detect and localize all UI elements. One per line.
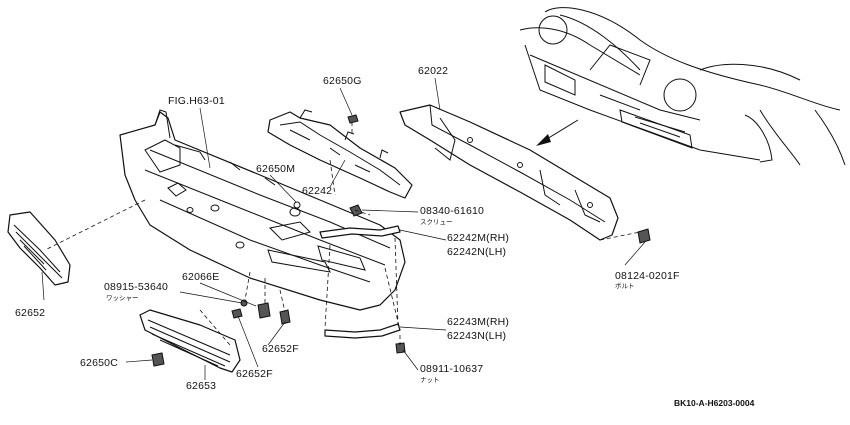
molding-62242 xyxy=(319,225,401,239)
car-front-illustration xyxy=(519,7,846,166)
part-62242n-label: 62242N(LH) xyxy=(447,246,506,258)
part-62066e-label: 62066E xyxy=(182,271,219,283)
nut-part-no: 08911-10637 xyxy=(420,363,483,375)
bolt-icon xyxy=(637,228,651,244)
reinforcement-62022 xyxy=(399,104,619,241)
part-62652f-label-b: 62652F xyxy=(236,368,273,380)
part-62650m-label: 62650M xyxy=(256,163,295,175)
clip-62650c-icon xyxy=(151,352,165,367)
part-62650c-label: 62650C xyxy=(80,357,118,369)
washer-name: ワッシャー xyxy=(106,294,139,302)
grille-62653 xyxy=(139,309,241,373)
part-62650g-label: 62650G xyxy=(323,75,362,87)
part-62022-label: 62022 xyxy=(418,65,448,77)
clip-62066e-icon xyxy=(257,302,271,319)
screw-part-no: 08340-61610 xyxy=(420,205,484,217)
fig-ref-label: FIG.H63-01 xyxy=(168,95,225,107)
clip-62650m-icon xyxy=(293,201,301,209)
part-62653-label: 62653 xyxy=(186,380,216,392)
assembly-lines xyxy=(44,122,641,346)
corner-62652 xyxy=(7,211,71,286)
bolt-part-no: 08124-0201F xyxy=(615,270,680,282)
part-62243m-label: 62243M(RH) xyxy=(447,316,509,328)
part-62652f-label-a: 62652F xyxy=(262,343,299,355)
part-62242m-label: 62242M(RH) xyxy=(447,232,509,244)
part-62243n-label: 62243N(LH) xyxy=(447,330,506,342)
fastener-62652f-b-icon xyxy=(279,309,291,325)
retainer-62242 xyxy=(267,109,413,199)
fastener-62652f-a-icon xyxy=(231,308,243,319)
part-62242-label: 62242 xyxy=(302,185,332,197)
bolt-name: ボルト xyxy=(615,282,635,290)
part-62652-label: 62652 xyxy=(15,307,45,319)
nut-icon xyxy=(395,342,406,354)
leader-lines xyxy=(41,77,646,380)
washer-part-no: 08915-53640 xyxy=(104,281,168,293)
drawing-code: BK10-A-H6203-0004 xyxy=(674,398,755,408)
direction-arrow xyxy=(536,119,579,146)
nut-name: ナット xyxy=(420,376,440,384)
hardware-parts xyxy=(151,201,651,367)
screw-name: スクリュー xyxy=(420,218,453,226)
molding-62243 xyxy=(324,323,401,339)
clip-62650g xyxy=(347,114,359,124)
